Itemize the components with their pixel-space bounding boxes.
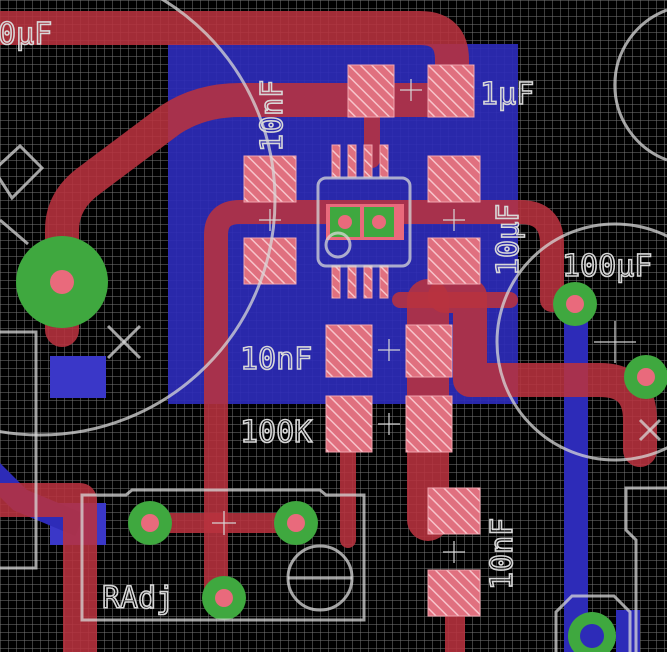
origin-markers: [212, 79, 636, 563]
cap-100uf-outline: [495, 222, 667, 462]
pad-1uf-b: [427, 64, 475, 118]
ic-pin-3: [363, 144, 373, 178]
conn-outline-left: [0, 330, 38, 570]
conn-outline-right: [624, 486, 667, 652]
ic-pin-5: [331, 265, 341, 299]
ic-pin-8: [379, 265, 389, 299]
trace-left-swoop: [45, 83, 467, 299]
label-10nf-mid: 10nF: [240, 342, 312, 377]
pad-100k-a: [325, 395, 373, 453]
ic-pin-2: [347, 144, 357, 178]
pad-10uf-a: [427, 155, 481, 203]
label-10uf-left: 0μF: [0, 17, 52, 52]
label-10nf-bottom: 10nF: [485, 518, 520, 590]
label-100uf: 100μF: [562, 249, 652, 284]
ic-pin1-marker: [324, 231, 352, 259]
ic-outline: [316, 176, 412, 268]
pad-10nf-mid-b: [405, 324, 453, 378]
trace-right-spur: [428, 279, 657, 467]
pad-10nf-top-a: [243, 155, 297, 203]
cap-10uf-left-outline: [0, 0, 277, 437]
label-10nf-top: 10nF: [255, 80, 290, 152]
label-radj: RAdj: [102, 581, 174, 616]
conn-outline-bottom-right: [554, 594, 632, 652]
pot-outline: [80, 488, 366, 622]
bottom-pad-left-1: [50, 356, 106, 398]
label-1uf: 1μF: [480, 77, 534, 112]
cap-outline-top-right: [613, 8, 667, 162]
through-hole-pads: [16, 236, 667, 652]
label-10uf-mid: 10μF: [491, 204, 526, 276]
trace-top-arc: [0, 11, 469, 107]
trace-bottom-left: [0, 483, 97, 652]
label-100k: 100K: [240, 415, 312, 450]
ic-thermal-pad: [326, 204, 404, 240]
pad-100k-b: [405, 395, 453, 453]
pad-10nf-bot-a: [427, 487, 481, 535]
ic-pin-1: [331, 144, 341, 178]
ic-pin-4: [379, 144, 389, 178]
pad-10uf-b: [427, 237, 481, 285]
ic-pin-7: [363, 265, 373, 299]
pad-1uf-a: [347, 64, 395, 118]
component-labels: 0μF 1μF 10nF 10μF 100μF 10nF 100K RAdj 1…: [0, 16, 653, 617]
pad-10nf-bot-b: [427, 569, 481, 617]
ic-pin-6: [347, 265, 357, 299]
pad-10nf-mid-a: [325, 324, 373, 378]
